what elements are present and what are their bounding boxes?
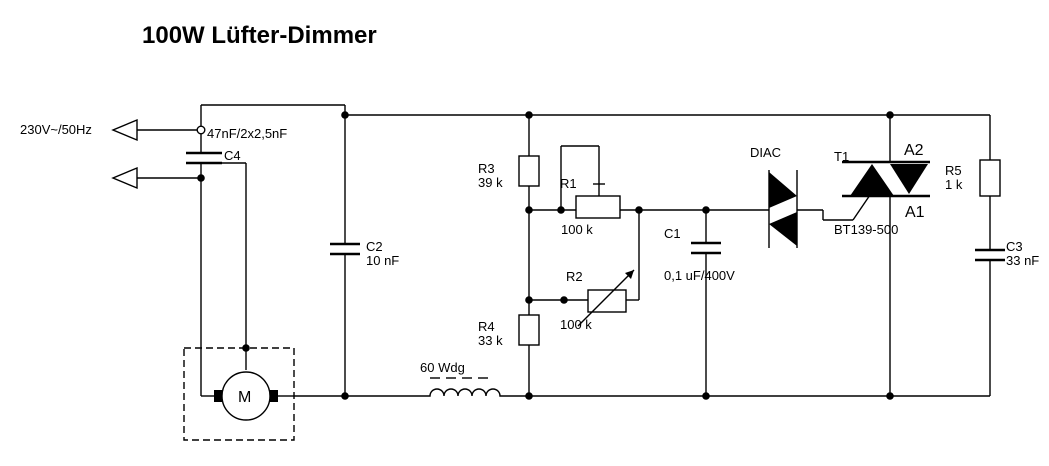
triac-t1 [842, 160, 930, 198]
label-diac: DIAC [750, 145, 781, 160]
label-c3: C3 [1006, 239, 1023, 254]
label-r2: R2 [566, 269, 583, 284]
label-r2-value: 100 k [560, 317, 592, 332]
label-c1-value: 0,1 uF/400V [664, 268, 735, 283]
junction-dots [196, 111, 894, 400]
label-motor: M [238, 389, 251, 406]
resistor-r3 [518, 155, 540, 187]
label-mains: 230V~/50Hz [20, 122, 92, 137]
variable-resistor-r2 [577, 269, 635, 327]
label-r4-value: 33 k [478, 333, 503, 348]
capacitor-c2 [330, 242, 360, 256]
diac [748, 170, 798, 248]
label-r1: R1 [560, 176, 577, 191]
label-r3: R3 [478, 161, 495, 176]
page-title: 100W Lüfter-Dimmer [142, 22, 377, 49]
label-triac-type: BT139-500 [834, 222, 898, 237]
resistor-r5 [979, 159, 1001, 197]
motor [214, 371, 293, 421]
label-coil: 60 Wdg [420, 360, 465, 375]
label-c3-value: 33 nF [1006, 253, 1039, 268]
label-c2-value: 10 nF [366, 253, 399, 268]
label-c4: C4 [224, 148, 241, 163]
label-a1: A1 [905, 204, 925, 221]
label-t1: T1 [834, 149, 849, 164]
label-r3-value: 39 k [478, 175, 503, 190]
label-r4: R4 [478, 319, 495, 334]
label-r5-value: 1 k [945, 177, 963, 192]
wires [137, 104, 991, 397]
label-c2: C2 [366, 239, 383, 254]
mains-arrow-bottom [111, 166, 138, 190]
capacitor-c1 [691, 241, 721, 255]
label-a2: A2 [904, 142, 924, 159]
label-r5: R5 [945, 163, 962, 178]
capacitor-c3 [975, 248, 1005, 262]
inductor-coil [405, 388, 505, 397]
potentiometer-r1 [575, 195, 621, 219]
label-c4-value: 47nF/2x2,5nF [207, 126, 287, 141]
capacitor-c4 [186, 151, 222, 165]
label-r1-value: 100 k [561, 222, 593, 237]
motor-housing [183, 347, 295, 441]
resistor-r4 [518, 314, 540, 346]
mains-arrow-top [111, 118, 138, 142]
label-c1: C1 [664, 226, 681, 241]
